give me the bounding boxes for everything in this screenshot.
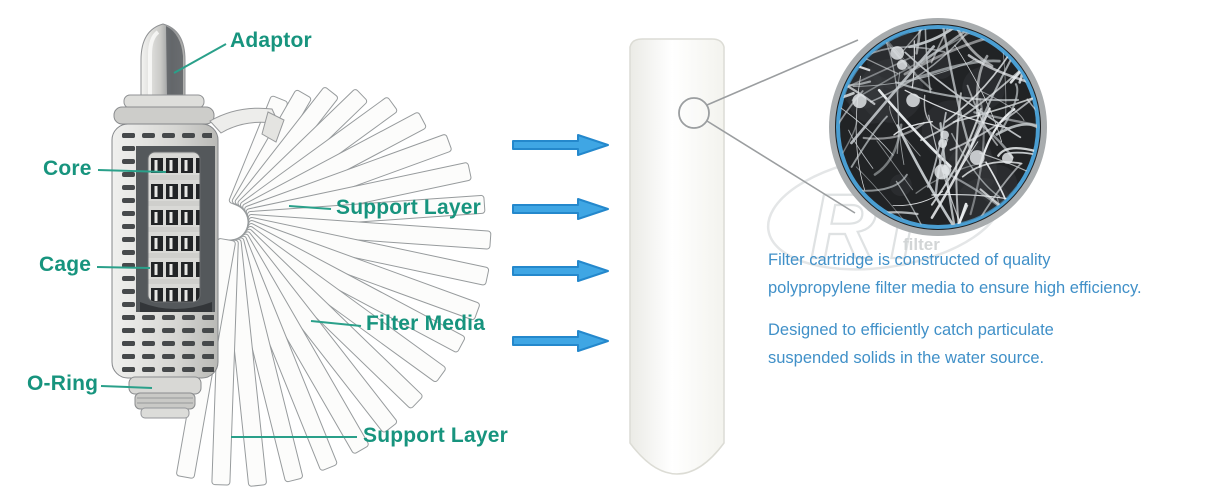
collar-ring-lower bbox=[113, 106, 215, 125]
label-core: Core bbox=[43, 157, 92, 180]
leader-lines bbox=[96, 43, 362, 438]
leader-adaptor bbox=[173, 43, 227, 74]
label-support-layer-top: Support Layer bbox=[336, 196, 481, 219]
description-line: Filter cartridge is constructed of quali… bbox=[768, 251, 1051, 269]
flow-arrow-icon bbox=[512, 134, 609, 156]
adaptor-shadow bbox=[166, 26, 183, 95]
description-paragraph-2: Designed to efficiently catch particulat… bbox=[768, 316, 1188, 372]
leader-o-ring bbox=[100, 385, 153, 389]
media-microscope-inset bbox=[829, 18, 1047, 236]
inset-outer-ring bbox=[829, 18, 1047, 236]
collar-ring-upper bbox=[123, 94, 205, 109]
label-adaptor: Adaptor bbox=[230, 29, 312, 52]
label-o-ring: O-Ring bbox=[27, 372, 99, 395]
watermark-sub-text: filter bbox=[903, 235, 940, 254]
description-line: polypropylene filter media to ensure hig… bbox=[768, 279, 1142, 297]
cage-slots-bottom bbox=[115, 310, 214, 374]
description-line: Designed to efficiently catch particulat… bbox=[768, 321, 1054, 339]
magnifier bbox=[678, 39, 859, 214]
leader-support-top bbox=[288, 205, 332, 210]
end-tip bbox=[140, 407, 190, 419]
adaptor-highlight bbox=[148, 30, 160, 95]
flow-arrow-icon bbox=[512, 330, 609, 352]
label-cage: Cage bbox=[39, 253, 92, 276]
magnifier-line-bottom bbox=[706, 120, 856, 214]
magnifier-line-top bbox=[706, 39, 859, 106]
label-support-layer-bottom: Support Layer bbox=[363, 424, 508, 447]
core-part bbox=[147, 151, 201, 303]
flow-arrows bbox=[512, 134, 609, 352]
filter-cartridge-image bbox=[629, 38, 725, 475]
leader-filter-media bbox=[310, 320, 362, 327]
cap-fragment-tab bbox=[261, 111, 285, 143]
leader-core bbox=[97, 169, 167, 173]
o-ring-part bbox=[134, 392, 196, 410]
filter-cutaway-illustration bbox=[111, 23, 492, 487]
flow-arrow-icon bbox=[512, 260, 609, 282]
leader-cage bbox=[96, 266, 151, 269]
cutaway-base-shadow bbox=[140, 302, 212, 312]
pleated-media-fan bbox=[176, 87, 492, 487]
label-filter-media: Filter Media bbox=[366, 312, 486, 335]
end-cap bbox=[128, 376, 202, 395]
flow-arrow-icon bbox=[512, 198, 609, 220]
description-line: suspended solids in the water source. bbox=[768, 349, 1045, 367]
description-paragraph-1: Filter cartridge is constructed of quali… bbox=[768, 246, 1188, 302]
magnifier-target-circle bbox=[678, 97, 710, 129]
inset-blue-ring bbox=[836, 25, 1040, 229]
